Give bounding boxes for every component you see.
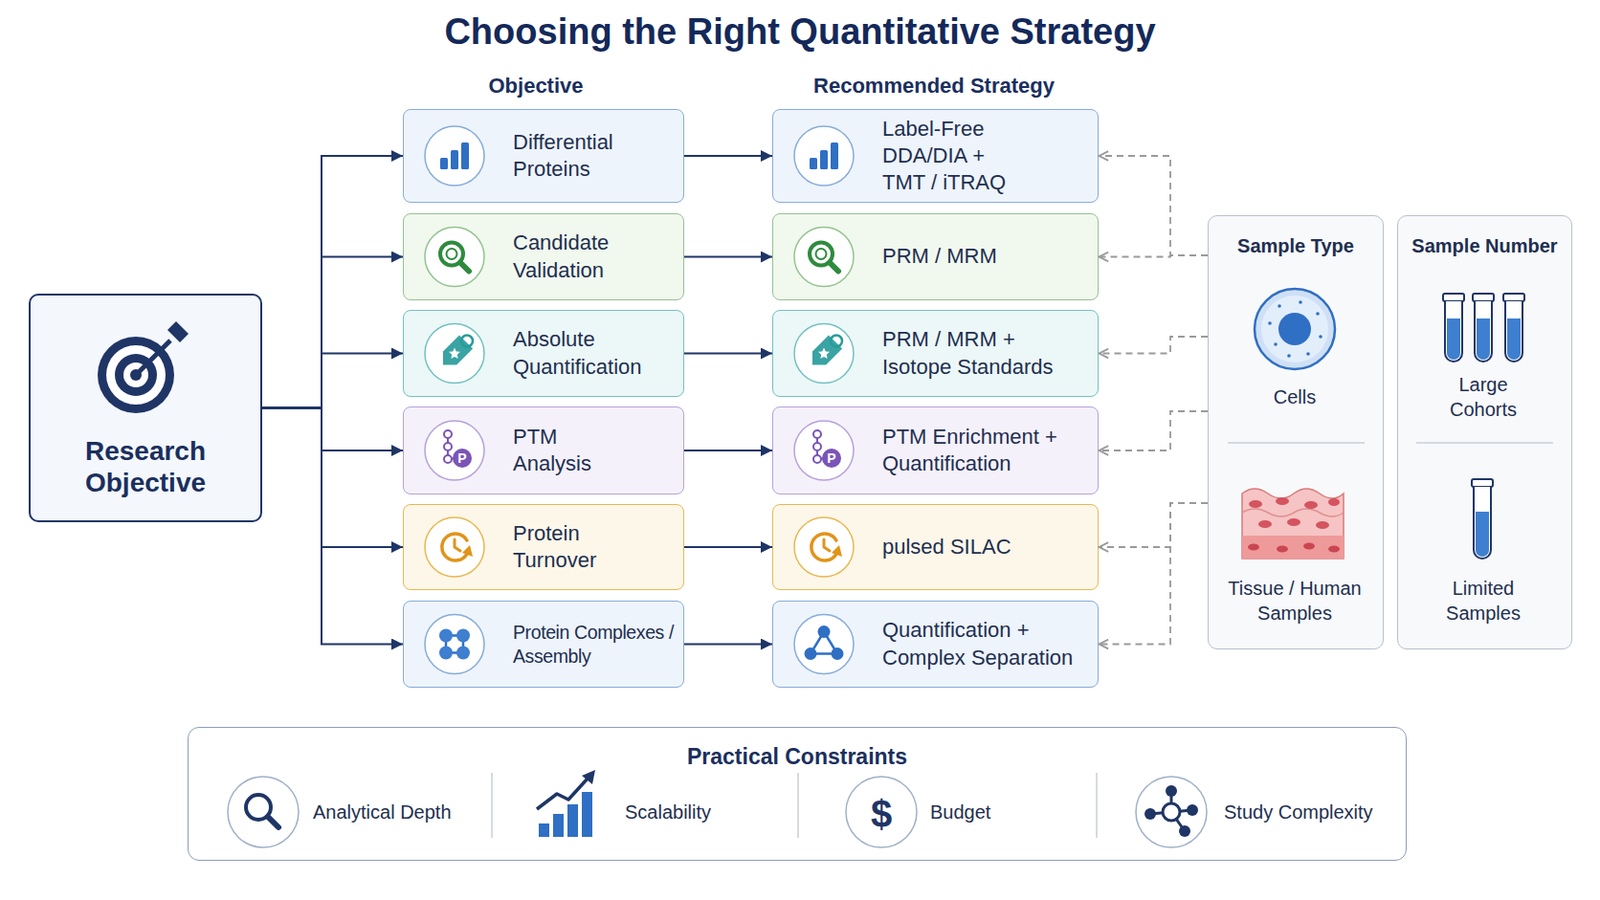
box-label: PTM Enrichment + Quantification bbox=[882, 423, 1060, 478]
arrow-connector bbox=[684, 256, 773, 259]
dashed-connector bbox=[1098, 336, 1208, 355]
label-text: Objective bbox=[488, 72, 583, 101]
label-text: Cells bbox=[1273, 384, 1316, 410]
objective-box: Protein Complexes / Assembly bbox=[402, 600, 685, 689]
strategy-box: Label-Free DDA/DIA + TMT / iTRAQ bbox=[772, 109, 1099, 203]
constraints-band: Practical Constraints bbox=[187, 727, 1407, 862]
arrow-connector bbox=[262, 155, 403, 409]
label-text: Tissue / Human Samples bbox=[1222, 576, 1367, 626]
box-label: pulsed SILAC bbox=[882, 533, 1084, 561]
arrow-connector bbox=[684, 353, 773, 356]
strategy-box: PRM / MRM + Isotope Standards bbox=[772, 310, 1099, 398]
arrow-connector bbox=[684, 546, 773, 549]
label-text: Large Cohorts bbox=[1424, 372, 1542, 423]
box-label: PTM Analysis bbox=[512, 423, 600, 478]
arrow-connector bbox=[262, 408, 403, 645]
dashed-connector bbox=[1098, 503, 1208, 548]
label-text: Analytical Depth bbox=[312, 800, 452, 825]
label-text: Limited Samples bbox=[1430, 576, 1536, 626]
objective-box: PTM Analysis bbox=[402, 406, 685, 495]
box-label: Protein Turnover bbox=[512, 520, 667, 575]
arrow-connector bbox=[262, 408, 403, 452]
box-label: Quantification + Complex Separation bbox=[882, 617, 1074, 671]
arrow-connector bbox=[684, 644, 773, 646]
label-text: Study Complexity bbox=[1223, 800, 1374, 825]
dashed-connector bbox=[1098, 155, 1208, 256]
label-text: P bbox=[826, 449, 836, 467]
box-heading: Research Objective bbox=[36, 435, 255, 499]
arrow-connector bbox=[684, 449, 773, 452]
arrow-connector bbox=[262, 257, 403, 409]
label-text: Scalability bbox=[624, 800, 712, 825]
label-text: Recommended Strategy bbox=[813, 72, 1055, 101]
strategy-box: Quantification + Complex Separation bbox=[772, 600, 1099, 689]
box-heading: Practical Constraints bbox=[198, 743, 1397, 771]
strategy-box: PRM / MRM bbox=[772, 213, 1099, 301]
box-label: Differential Proteins bbox=[512, 129, 676, 183]
box-heading: Sample Number bbox=[1401, 233, 1568, 259]
box-label: PRM / MRM bbox=[882, 243, 1084, 270]
label-text: P bbox=[457, 449, 467, 467]
diagram-title: Choosing the Right Quantitative Strategy bbox=[0, 9, 1600, 54]
label-text: Budget bbox=[930, 800, 991, 825]
dashed-connector bbox=[1098, 411, 1208, 451]
box-label: Protein Complexes / Assembly bbox=[512, 621, 689, 669]
objective-box: Protein Turnover bbox=[402, 504, 685, 591]
box-label: Label-Free DDA/DIA + TMT / iTRAQ bbox=[882, 115, 1017, 197]
objective-box: Candidate Validation bbox=[402, 213, 685, 301]
icon-symbol: $ bbox=[870, 789, 892, 840]
dashed-connector bbox=[1098, 503, 1208, 645]
arrow-connector bbox=[262, 408, 403, 549]
objective-box: Differential Proteins bbox=[402, 109, 685, 203]
box-label: Absolute Quantification bbox=[512, 326, 676, 380]
arrow-connector bbox=[262, 354, 403, 409]
box-label: Candidate Validation bbox=[512, 229, 657, 284]
strategy-box: pulsed SILAC bbox=[772, 504, 1099, 591]
strategy-box: PTM Enrichment + Quantification bbox=[772, 406, 1099, 495]
objective-box: Absolute Quantification bbox=[402, 310, 685, 398]
dashed-connector bbox=[1098, 255, 1208, 258]
arrow-connector bbox=[684, 155, 773, 157]
box-label: PRM / MRM + Isotope Standards bbox=[882, 326, 1055, 380]
box-heading: Sample Type bbox=[1212, 233, 1379, 259]
objective-root-box: Research Objective bbox=[28, 293, 263, 523]
